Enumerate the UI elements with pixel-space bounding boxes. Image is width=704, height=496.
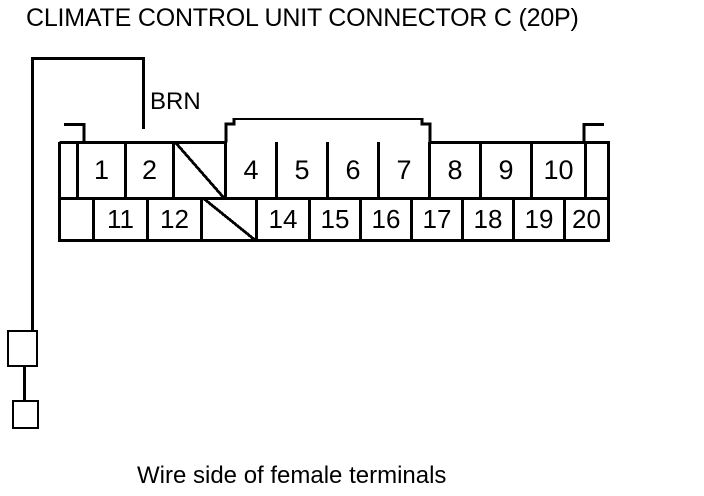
pin-number-label: 4 xyxy=(243,154,259,185)
connector-pin-9[interactable]: 9 xyxy=(479,142,530,198)
terminal-box-lower xyxy=(12,400,39,429)
connector-edge-cell xyxy=(58,142,76,198)
pin-number-label: 1 xyxy=(93,154,110,185)
connector-pin-17[interactable]: 17 xyxy=(410,198,461,240)
connector-pin-2[interactable]: 2 xyxy=(124,142,172,198)
wire-segment-horizontal-top xyxy=(31,57,145,60)
pin-number-label: 2 xyxy=(141,154,158,185)
pin-number-label: 11 xyxy=(107,204,134,234)
connector-edge-cell xyxy=(584,142,610,198)
connector-pin-7[interactable]: 7 xyxy=(377,142,428,198)
connector-pin-5[interactable]: 5 xyxy=(275,142,326,198)
wire-color-label: BRN xyxy=(150,88,201,115)
connector-pin-11[interactable]: 11 xyxy=(92,198,146,240)
connector-pin-14[interactable]: 14 xyxy=(255,198,308,240)
pin-number-label: 16 xyxy=(371,204,401,234)
connector-pin-12[interactable]: 12 xyxy=(146,198,200,240)
connector-cavity-blank xyxy=(172,142,224,198)
connector-pin-10[interactable]: 10 xyxy=(530,142,584,198)
pin-number-label: 14 xyxy=(268,204,298,234)
diagram-caption: Wire side of female terminals xyxy=(137,462,447,489)
wire-segment-vertical-right xyxy=(142,57,145,129)
wire-segment-vertical-left xyxy=(31,57,34,335)
connector-pin-1[interactable]: 1 xyxy=(76,142,124,198)
page-title: CLIMATE CONTROL UNIT CONNECTOR C (20P) xyxy=(26,4,579,32)
connector-pin-18[interactable]: 18 xyxy=(461,198,512,240)
connector-bottom-row: 11 12 14 15 16 17 18 19 20 xyxy=(58,198,610,240)
pin-number-label: 17 xyxy=(422,204,452,234)
connector-edge-cell xyxy=(58,198,92,240)
pin-number-label: 19 xyxy=(524,204,554,234)
wire-segment-between-terminals xyxy=(23,364,26,404)
pin-number-label: 10 xyxy=(543,154,574,185)
connector-pin-19[interactable]: 19 xyxy=(512,198,563,240)
pin-number-label: 9 xyxy=(498,154,514,185)
pin-number-label: 15 xyxy=(320,204,350,234)
connector-pin-15[interactable]: 15 xyxy=(308,198,359,240)
pin-number-label: 7 xyxy=(396,154,412,185)
connector-pin-6[interactable]: 6 xyxy=(326,142,377,198)
terminal-box-upper xyxy=(7,330,38,367)
connector-pin-20[interactable]: 20 xyxy=(563,198,610,240)
pin-number-label: 8 xyxy=(447,154,463,185)
connector-pin-4[interactable]: 4 xyxy=(224,142,275,198)
connector-pin-16[interactable]: 16 xyxy=(359,198,410,240)
pin-number-label: 12 xyxy=(160,204,189,234)
connector-pin-8[interactable]: 8 xyxy=(428,142,479,198)
pin-number-label: 18 xyxy=(473,204,503,234)
pin-number-label: 5 xyxy=(294,154,310,185)
pin-number-label: 6 xyxy=(345,154,361,185)
pin-number-label: 20 xyxy=(572,204,601,234)
connector-cavity-blank xyxy=(200,198,255,240)
